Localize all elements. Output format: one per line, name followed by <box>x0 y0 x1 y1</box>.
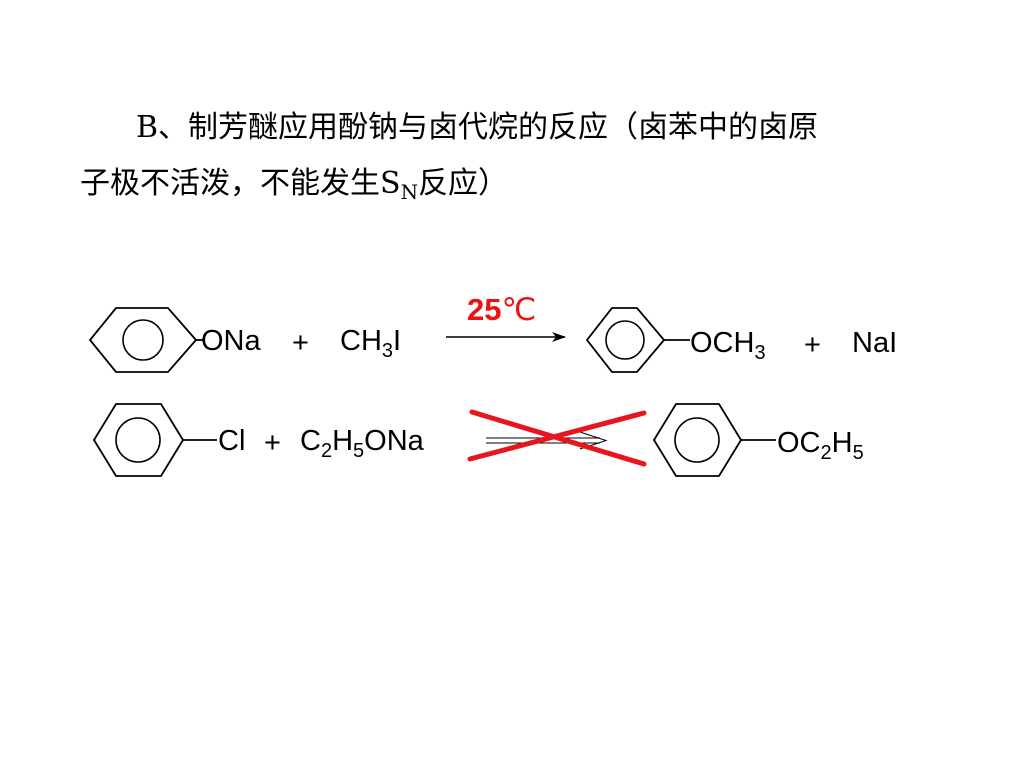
benzene-ring-4 <box>652 403 743 477</box>
aromatic-circle-4 <box>674 417 720 463</box>
reactant-cl: Cl <box>218 425 245 457</box>
phenetole-structure: OC2H5 <box>652 403 864 477</box>
aromatic-circle-2 <box>605 320 645 360</box>
paragraph-line-1-text: B、制芳醚应用酚钠与卤代烷的反应（卤苯中的卤原 <box>136 110 819 145</box>
paragraph-line-2-text: 子极不活泼，不能发生S <box>80 165 401 201</box>
sn-subscript: N <box>400 179 419 204</box>
anisole-structure: OCH3 <box>585 307 766 373</box>
product-oc2h5: OC2H5 <box>777 427 864 464</box>
paragraph-line-2: 子极不活泼，不能发生SN反应） <box>80 156 960 212</box>
sodium-phenoxide-structure: ONa <box>88 307 262 373</box>
aromatic-circle-1 <box>122 319 164 361</box>
chlorobenzene-structure: Cl <box>92 403 245 477</box>
explanation-paragraph: B、制芳醚应用酚钠与卤代烷的反应（卤苯中的卤原 子极不活泼，不能发生SN反应） <box>80 100 960 211</box>
plus-sign-2: + <box>804 329 821 361</box>
methyl-iodide: CH3I <box>340 325 401 362</box>
plus-sign-1: + <box>292 327 309 359</box>
product-nai: NaI <box>852 327 897 359</box>
benzene-ring-3 <box>92 403 185 477</box>
reaction-condition: 25℃ <box>467 292 536 327</box>
reactant-ona: ONa <box>201 325 262 357</box>
benzene-ring-1 <box>88 307 198 373</box>
product-och3: OCH3 <box>690 327 766 364</box>
paragraph-line-2-tail: 反应） <box>418 165 509 201</box>
paragraph-line-1: B、制芳醚应用酚钠与卤代烷的反应（卤苯中的卤原 <box>80 100 960 156</box>
benzene-ring-2 <box>585 307 666 373</box>
cross-out-mark <box>467 409 647 467</box>
sodium-ethoxide: C2H5ONa <box>300 425 425 462</box>
plus-sign-3: + <box>264 427 281 459</box>
aromatic-circle-3 <box>115 417 161 463</box>
